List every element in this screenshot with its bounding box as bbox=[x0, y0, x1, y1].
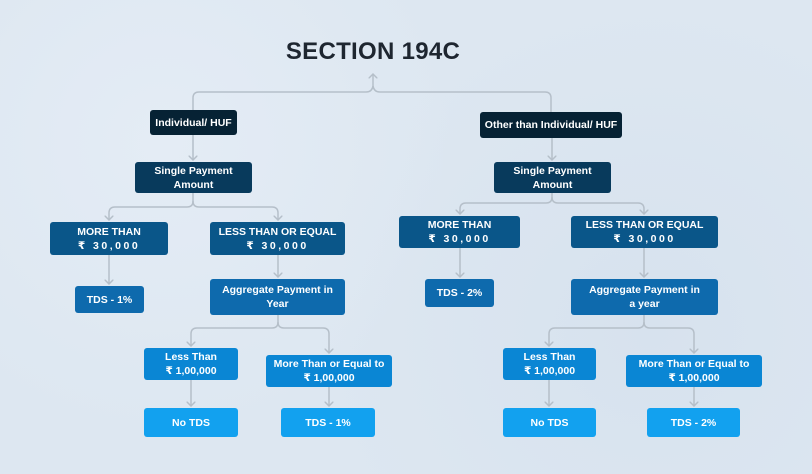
right-more-than-30000: MORE THAN ₹ 30,000 bbox=[399, 216, 520, 248]
right-less-equal-30000: LESS THAN OR EQUAL ₹ 30,000 bbox=[571, 216, 718, 248]
right-aggregate-more-equal: More Than or Equal to ₹ 1,00,000 bbox=[626, 355, 762, 387]
left-agg-tds-1-percent: TDS - 1% bbox=[281, 408, 375, 437]
left-tds-1-percent: TDS - 1% bbox=[75, 286, 144, 313]
left-aggregate-more-equal: More Than or Equal to ₹ 1,00,000 bbox=[266, 355, 392, 387]
category-other-than-individual: Other than Individual/ HUF bbox=[480, 112, 622, 138]
right-aggregate-less-than: Less Than ₹ 1,00,000 bbox=[503, 348, 596, 380]
right-single-payment: Single Payment Amount bbox=[494, 162, 611, 193]
category-label: Individual/ HUF bbox=[155, 116, 232, 129]
right-aggregate-payment: Aggregate Payment in a year bbox=[571, 279, 718, 315]
left-no-tds: No TDS bbox=[144, 408, 238, 437]
left-single-payment: Single Payment Amount bbox=[135, 162, 252, 193]
left-more-than-30000: MORE THAN ₹ 30,000 bbox=[50, 222, 168, 255]
right-tds-2-percent: TDS - 2% bbox=[425, 279, 494, 307]
left-aggregate-less-than: Less Than ₹ 1,00,000 bbox=[144, 348, 238, 380]
right-no-tds: No TDS bbox=[503, 408, 596, 437]
diagram-title: SECTION 194C bbox=[285, 38, 461, 65]
left-aggregate-payment: Aggregate Payment in Year bbox=[210, 279, 345, 315]
right-agg-tds-2-percent: TDS - 2% bbox=[647, 408, 740, 437]
left-less-equal-30000: LESS THAN OR EQUAL ₹ 30,000 bbox=[210, 222, 345, 255]
category-individual-huf: Individual/ HUF bbox=[150, 110, 237, 135]
